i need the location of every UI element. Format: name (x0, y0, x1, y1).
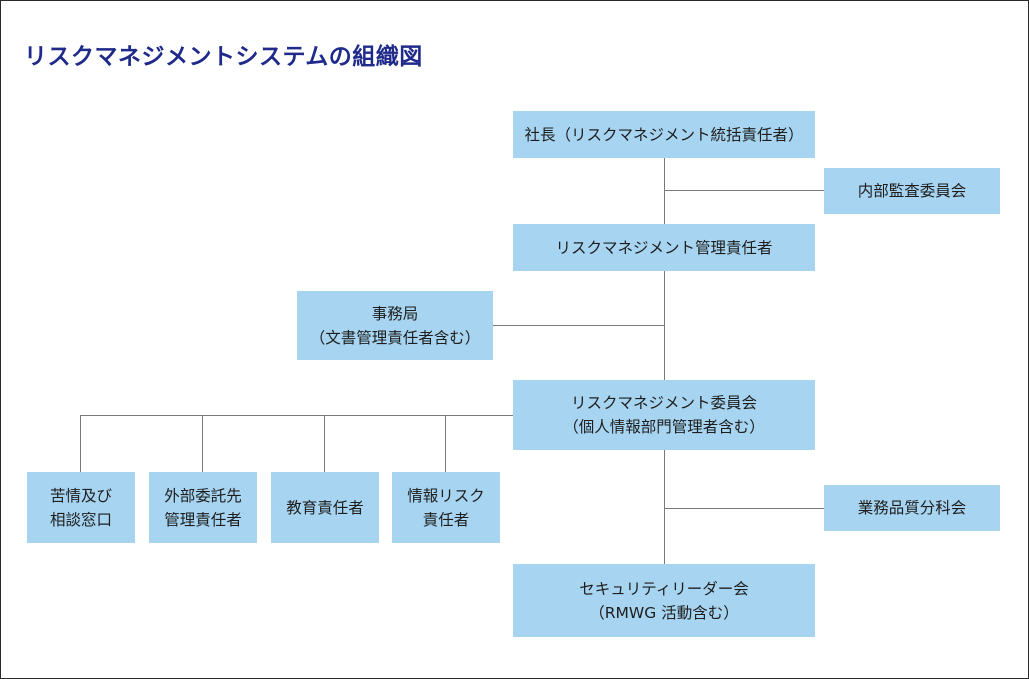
complaints-line-2: 相談窓口 (49, 510, 112, 529)
education-manager-box: 教育責任者 (271, 472, 379, 543)
complaints-desk-box: 苦情及び 相談窓口 (27, 472, 135, 543)
education-label: 教育責任者 (286, 498, 364, 517)
secretariat-box: 事務局 （文書管理責任者含む） (297, 291, 493, 360)
business-quality-subcommittee-box: 業務品質分科会 (824, 485, 1000, 531)
outsourcing-manager-box: 外部委託先 管理責任者 (149, 472, 257, 543)
outsourcing-line-1: 外部委託先 (164, 486, 242, 505)
committee-label: リスクマネジメント委員会 (570, 394, 757, 412)
complaints-line-1: 苦情及び (49, 486, 112, 505)
security-leaders-meeting-box: セキュリティリーダー会 （RMWG 活動含む） (513, 564, 815, 637)
info-risk-line-2: 責任者 (422, 510, 470, 529)
internal-audit-label: 内部監査委員会 (857, 182, 967, 200)
security-note: （RMWG 活動含む） (589, 603, 739, 622)
information-risk-manager-box: 情報リスク 責任者 (392, 472, 500, 543)
security-label: セキュリティリーダー会 (579, 579, 749, 598)
info-risk-line-1: 情報リスク (407, 486, 485, 505)
president-label: 社長（リスクマネジメント統括責任者） (524, 125, 804, 144)
secretariat-note: （文書管理責任者含む） (309, 328, 481, 347)
internal-audit-committee-box: 内部監査委員会 (824, 168, 1000, 214)
risk-management-manager-box: リスクマネジメント管理責任者 (513, 224, 815, 271)
committee-note: （個人情報部門管理者含む） (563, 418, 765, 436)
outsourcing-line-2: 管理責任者 (164, 510, 242, 529)
quality-label: 業務品質分科会 (857, 499, 967, 517)
secretariat-label: 事務局 (371, 304, 419, 323)
president-box: 社長（リスクマネジメント統括責任者） (513, 111, 815, 158)
risk-manager-label: リスクマネジメント管理責任者 (555, 238, 773, 257)
risk-management-committee-box: リスクマネジメント委員会 （個人情報部門管理者含む） (513, 380, 815, 450)
diagram-title: リスクマネジメントシステムの組織図 (24, 44, 423, 70)
